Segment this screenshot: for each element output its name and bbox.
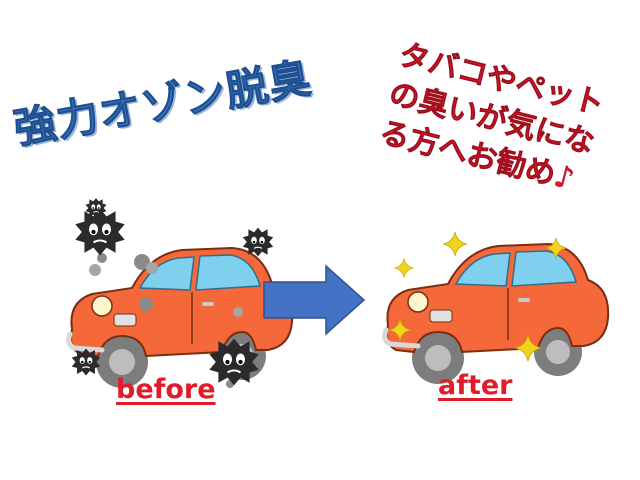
sparkle-icon: [442, 231, 468, 257]
car-icon: [69, 248, 293, 388]
before-label: before: [116, 374, 216, 405]
after-label: after: [438, 370, 513, 401]
car-icon: [385, 244, 609, 384]
smell-cloud-icon: [74, 207, 126, 257]
sparkle-icon: [394, 258, 414, 278]
arrow-right-icon: [263, 264, 366, 336]
smell-puffs: [89, 253, 243, 388]
